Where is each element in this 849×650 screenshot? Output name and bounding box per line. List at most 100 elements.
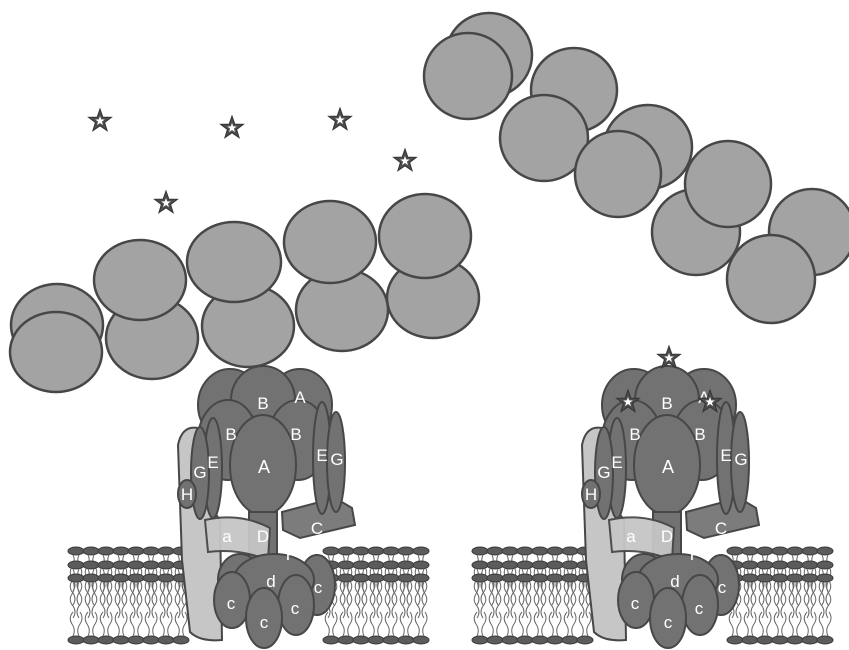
lipid-head [802,574,818,618]
lipid-head [143,612,159,644]
lipid-head [547,612,563,644]
actin-subunit [10,312,102,392]
star-icon [155,191,178,213]
lipid-head [817,574,833,618]
lipid-head [562,612,578,644]
label-c: c [260,613,269,632]
actin-subunit [727,235,815,323]
lipid-head [502,574,518,618]
actin-subunit [187,222,281,302]
label-E-right: E [316,446,327,465]
lipid-head [398,612,414,644]
actin-subunit [424,33,512,119]
label-d: d [670,572,679,591]
lipid-head [338,574,354,618]
label-E-left: E [611,453,622,472]
label-B-right: B [290,425,301,444]
label-A-center: A [662,457,674,477]
lipid-head [323,612,339,644]
lipid-head [413,612,429,644]
lipid-head [113,574,129,618]
filament-right [424,13,849,323]
lipid-head [158,574,174,618]
label-B-right: B [694,425,705,444]
label-c: c [314,578,323,597]
lipid-head [487,574,503,618]
lipid-head [368,574,384,618]
actin-subunit [379,194,471,278]
lipid-head [757,574,773,618]
lipid-head [383,574,399,618]
label-F: F [690,545,700,564]
lipid-head [532,574,548,618]
lipid-head [472,612,488,644]
lipid-head [398,574,414,618]
actin-subunit [284,201,376,283]
label-B-top: B [661,394,672,413]
label-D: D [661,527,673,546]
star-icon [329,108,352,130]
label-G-right: G [330,450,343,469]
label-a: a [222,527,232,546]
lipid-head [413,574,429,618]
lipid-head [383,612,399,644]
lipid-head [368,612,384,644]
label-C: C [715,519,727,538]
star-icon [221,116,244,138]
label-c: c [227,594,236,613]
lipid-head [787,574,803,618]
lipid-head [83,574,99,618]
star-icon [89,109,112,131]
label-B-left: B [225,425,236,444]
lipid-head [472,574,488,618]
label-H: H [585,485,597,504]
label-B-top: B [257,394,268,413]
lipid-head [562,574,578,618]
label-A-top: A [294,388,306,407]
lipid-head [68,574,84,618]
label-a: a [626,527,636,546]
lipid-head [502,612,518,644]
lipid-head [143,574,159,618]
lipid-head [338,612,354,644]
label-c: c [718,578,727,597]
lipid-head [158,612,174,644]
actin-subunit [575,131,661,217]
label-c: c [631,594,640,613]
lipid-head [742,612,758,644]
lipid-head [98,574,114,618]
label-E-left: E [207,453,218,472]
lipid-head [802,612,818,644]
label-D: D [257,527,269,546]
label-C: C [311,519,323,538]
label-d: d [266,572,275,591]
lipid-head [577,612,593,644]
lipid-head [353,574,369,618]
label-G-left: G [597,463,610,482]
label-B-left: B [629,425,640,444]
actin-subunit [94,240,186,320]
filament-left [10,194,479,392]
lipid-head [727,612,743,644]
actin-subunit [685,141,771,227]
label-G-left: G [193,463,206,482]
lipid-head [757,612,773,644]
lipid-head [487,612,503,644]
label-c: c [664,613,673,632]
lipid-head [787,612,803,644]
lipid-head [772,612,788,644]
lipid-head [83,612,99,644]
lipid-head [113,612,129,644]
lipid-head [173,612,189,644]
lipid-head [772,574,788,618]
label-c: c [695,599,704,618]
star-icon [394,149,417,171]
lipid-head [68,612,84,644]
lipid-head [742,574,758,618]
lipid-head [353,612,369,644]
label-A-center: A [258,457,270,477]
lipid-head [128,612,144,644]
lipid-head [98,612,114,644]
label-E-right: E [720,446,731,465]
